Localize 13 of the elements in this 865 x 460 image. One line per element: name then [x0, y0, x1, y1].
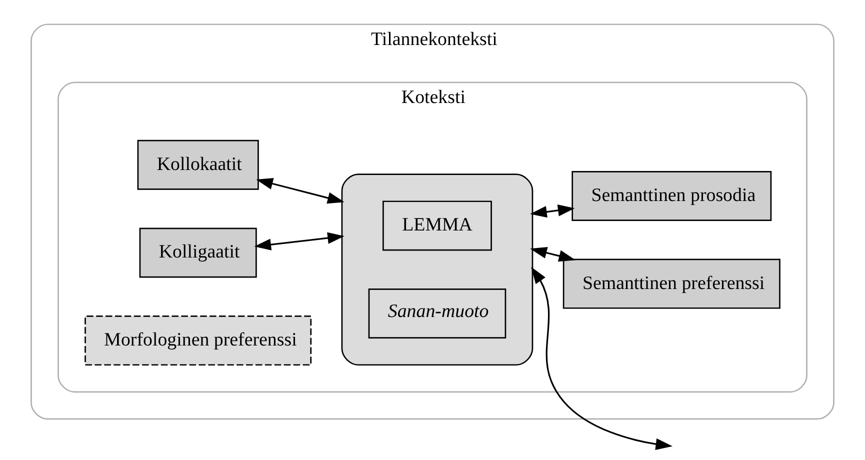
node-box: Kolligaatit	[139, 228, 257, 278]
node-box: Semanttinen prosodia	[572, 170, 772, 221]
arrow	[531, 266, 673, 450]
arrow	[530, 247, 576, 262]
cluster	[341, 174, 534, 366]
arrow	[254, 232, 344, 250]
node-box: Sanan-muoto	[368, 288, 506, 339]
node-box: Kollokaatit	[137, 140, 259, 190]
node-box: Semanttinen preferenssi	[562, 258, 780, 309]
arrow	[530, 204, 575, 218]
arrow	[256, 178, 344, 204]
node-box: LEMMA	[382, 200, 492, 251]
node-box: Morfologinen preferenssi	[84, 316, 312, 366]
